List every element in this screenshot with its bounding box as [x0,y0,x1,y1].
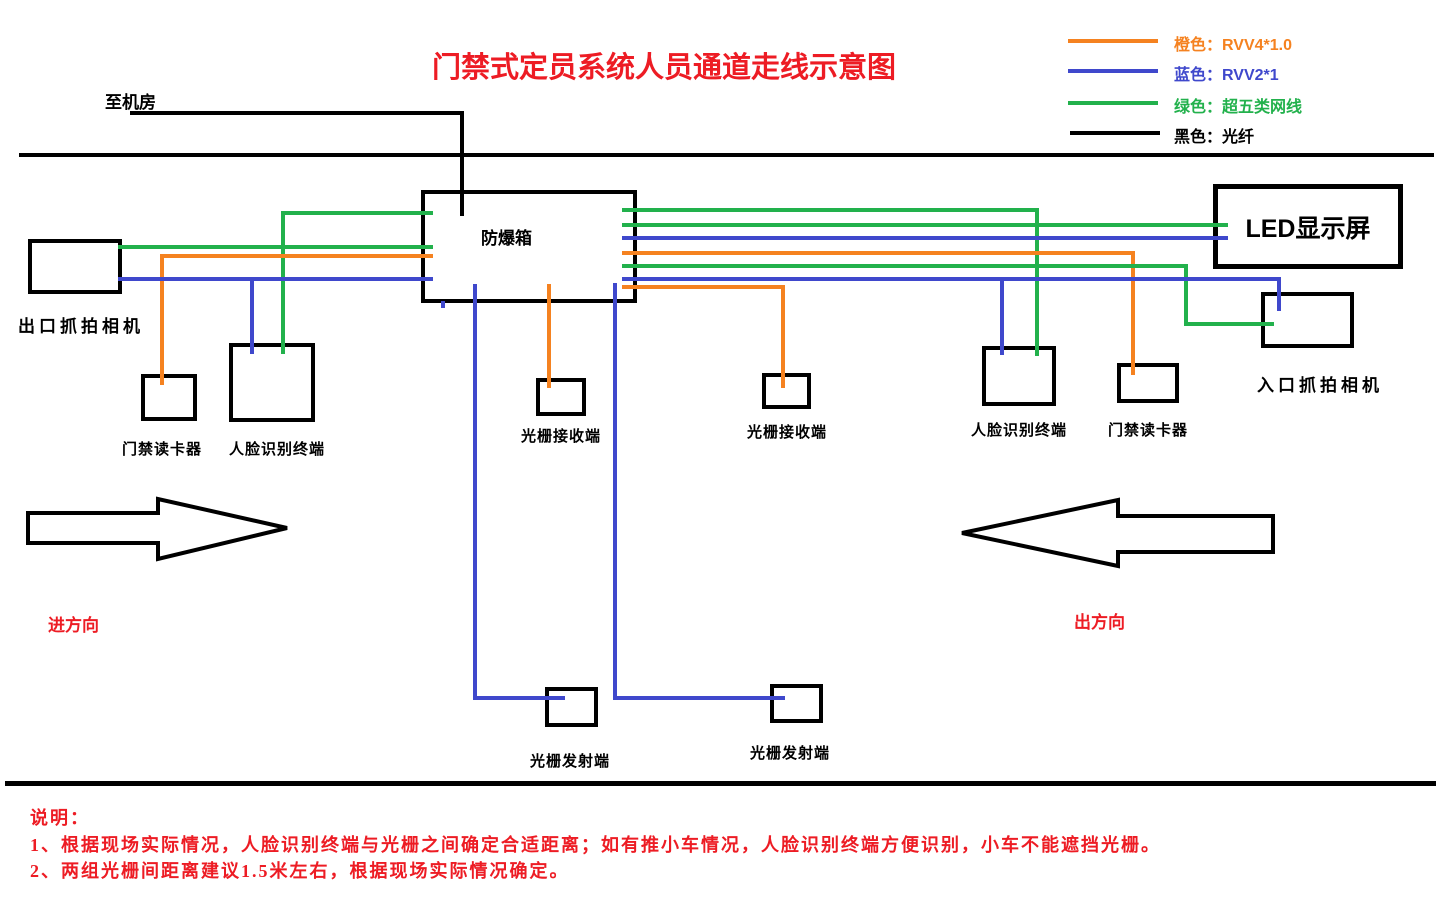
legend-label-orange: 橙色：RVV4*1.0 [1174,37,1292,54]
face-terminal-right-box [982,346,1056,406]
wire-orange-left-to-card-reader [160,254,164,385]
notes-heading: 说明： [30,808,90,828]
wire-blue-stub [441,301,445,308]
card-reader-left-box [141,374,197,421]
wire-blue-left-to-face-terminal [250,277,254,354]
card-reader-left-label: 门禁读卡器 [121,442,202,458]
wire-blue-left-camera-h [118,277,433,281]
exit-camera-label: 出口抓拍相机 [18,317,144,336]
grating-receiver-2-label: 光栅接收端 [746,425,827,441]
wire-blue-to-led [622,236,1228,240]
wire-blue-emitter1-v [473,284,477,700]
grating-receiver-1-label: 光栅接收端 [520,429,601,445]
wire-green-entry-camera-v [1184,264,1188,326]
wire-blue-right-h [622,277,1281,281]
wire-blue-right-to-face-terminal [1000,277,1004,355]
led-display-label: LED显示屏 [1245,214,1371,243]
legend-line-blue [1068,69,1158,73]
face-terminal-left-label: 人脸识别终端 [228,442,325,458]
wire-green-left-camera-h [118,245,433,249]
wire-green-left-top-h [281,211,433,215]
wire-green-right-to-face-terminal [1035,208,1039,356]
grating-emitter-1-label: 光栅发射端 [529,754,610,770]
to-machine-room-label: 至机房 [105,93,156,112]
entry-direction-arrow [26,496,288,562]
card-reader-right-label: 门禁读卡器 [1107,423,1188,439]
grating-receiver-1-box [536,378,586,416]
fiber-line-horizontal [130,111,464,115]
wall-line [19,153,1434,157]
wire-orange-receiver2-v [781,285,785,388]
wire-green-entry-camera-h1 [622,264,1188,268]
wire-green-right-top-h [622,208,1039,212]
notes-line-2: 2、两组光栅间距离建议1.5米左右，根据现场实际情况确定。 [30,861,570,881]
explosion-proof-box [421,190,637,303]
led-display-box: LED显示屏 [1213,184,1403,269]
wire-blue-emitter2-h [613,696,785,700]
page-title: 门禁式定员系统人员通道走线示意图 [431,52,896,84]
wire-orange-right-h [622,251,1135,255]
entry-camera-box [1261,292,1354,348]
wire-orange-receiver1-v [547,284,551,388]
wire-blue-emitter2-v [613,283,617,700]
notes-line-1: 1、根据现场实际情况，人脸识别终端与光栅之间确定合适距离；如有推小车情况，人脸识… [30,835,1161,855]
grating-emitter-2-label: 光栅发射端 [749,746,830,762]
wire-green-to-led [622,223,1228,227]
face-terminal-right-label: 人脸识别终端 [970,423,1067,439]
wire-blue-to-entry-camera [1277,277,1281,311]
legend-label-black: 黑色：光纤 [1174,129,1255,146]
entry-camera-label: 入口抓拍相机 [1257,376,1383,395]
wire-orange-left-h [160,254,433,258]
explosion-proof-box-label: 防爆箱 [481,229,532,248]
legend-line-black [1070,131,1160,135]
legend-label-blue: 蓝色：RVV2*1 [1174,67,1279,84]
grating-emitter-2-box [770,684,823,723]
wire-orange-right-to-card-reader [1131,251,1135,375]
grating-receiver-2-box [762,373,811,409]
wire-green-entry-camera-h2 [1184,322,1274,326]
exit-direction-label: 出方向 [1074,613,1125,632]
card-reader-right-box [1117,363,1179,403]
wire-orange-receiver2-h [622,285,785,289]
wire-green-left-to-face-terminal [281,211,285,354]
legend-label-green: 绿色：超五类网线 [1174,99,1303,116]
fiber-line-vertical [460,111,464,216]
exit-camera-box [28,239,122,294]
face-terminal-left-box [229,343,315,422]
bottom-rule [5,781,1436,786]
entry-direction-label: 进方向 [48,616,99,635]
exit-direction-arrow [961,497,1275,569]
grating-emitter-1-box [545,687,598,727]
wire-blue-emitter1-h [473,696,565,700]
legend-line-green [1068,101,1158,105]
legend-line-orange [1068,39,1158,43]
